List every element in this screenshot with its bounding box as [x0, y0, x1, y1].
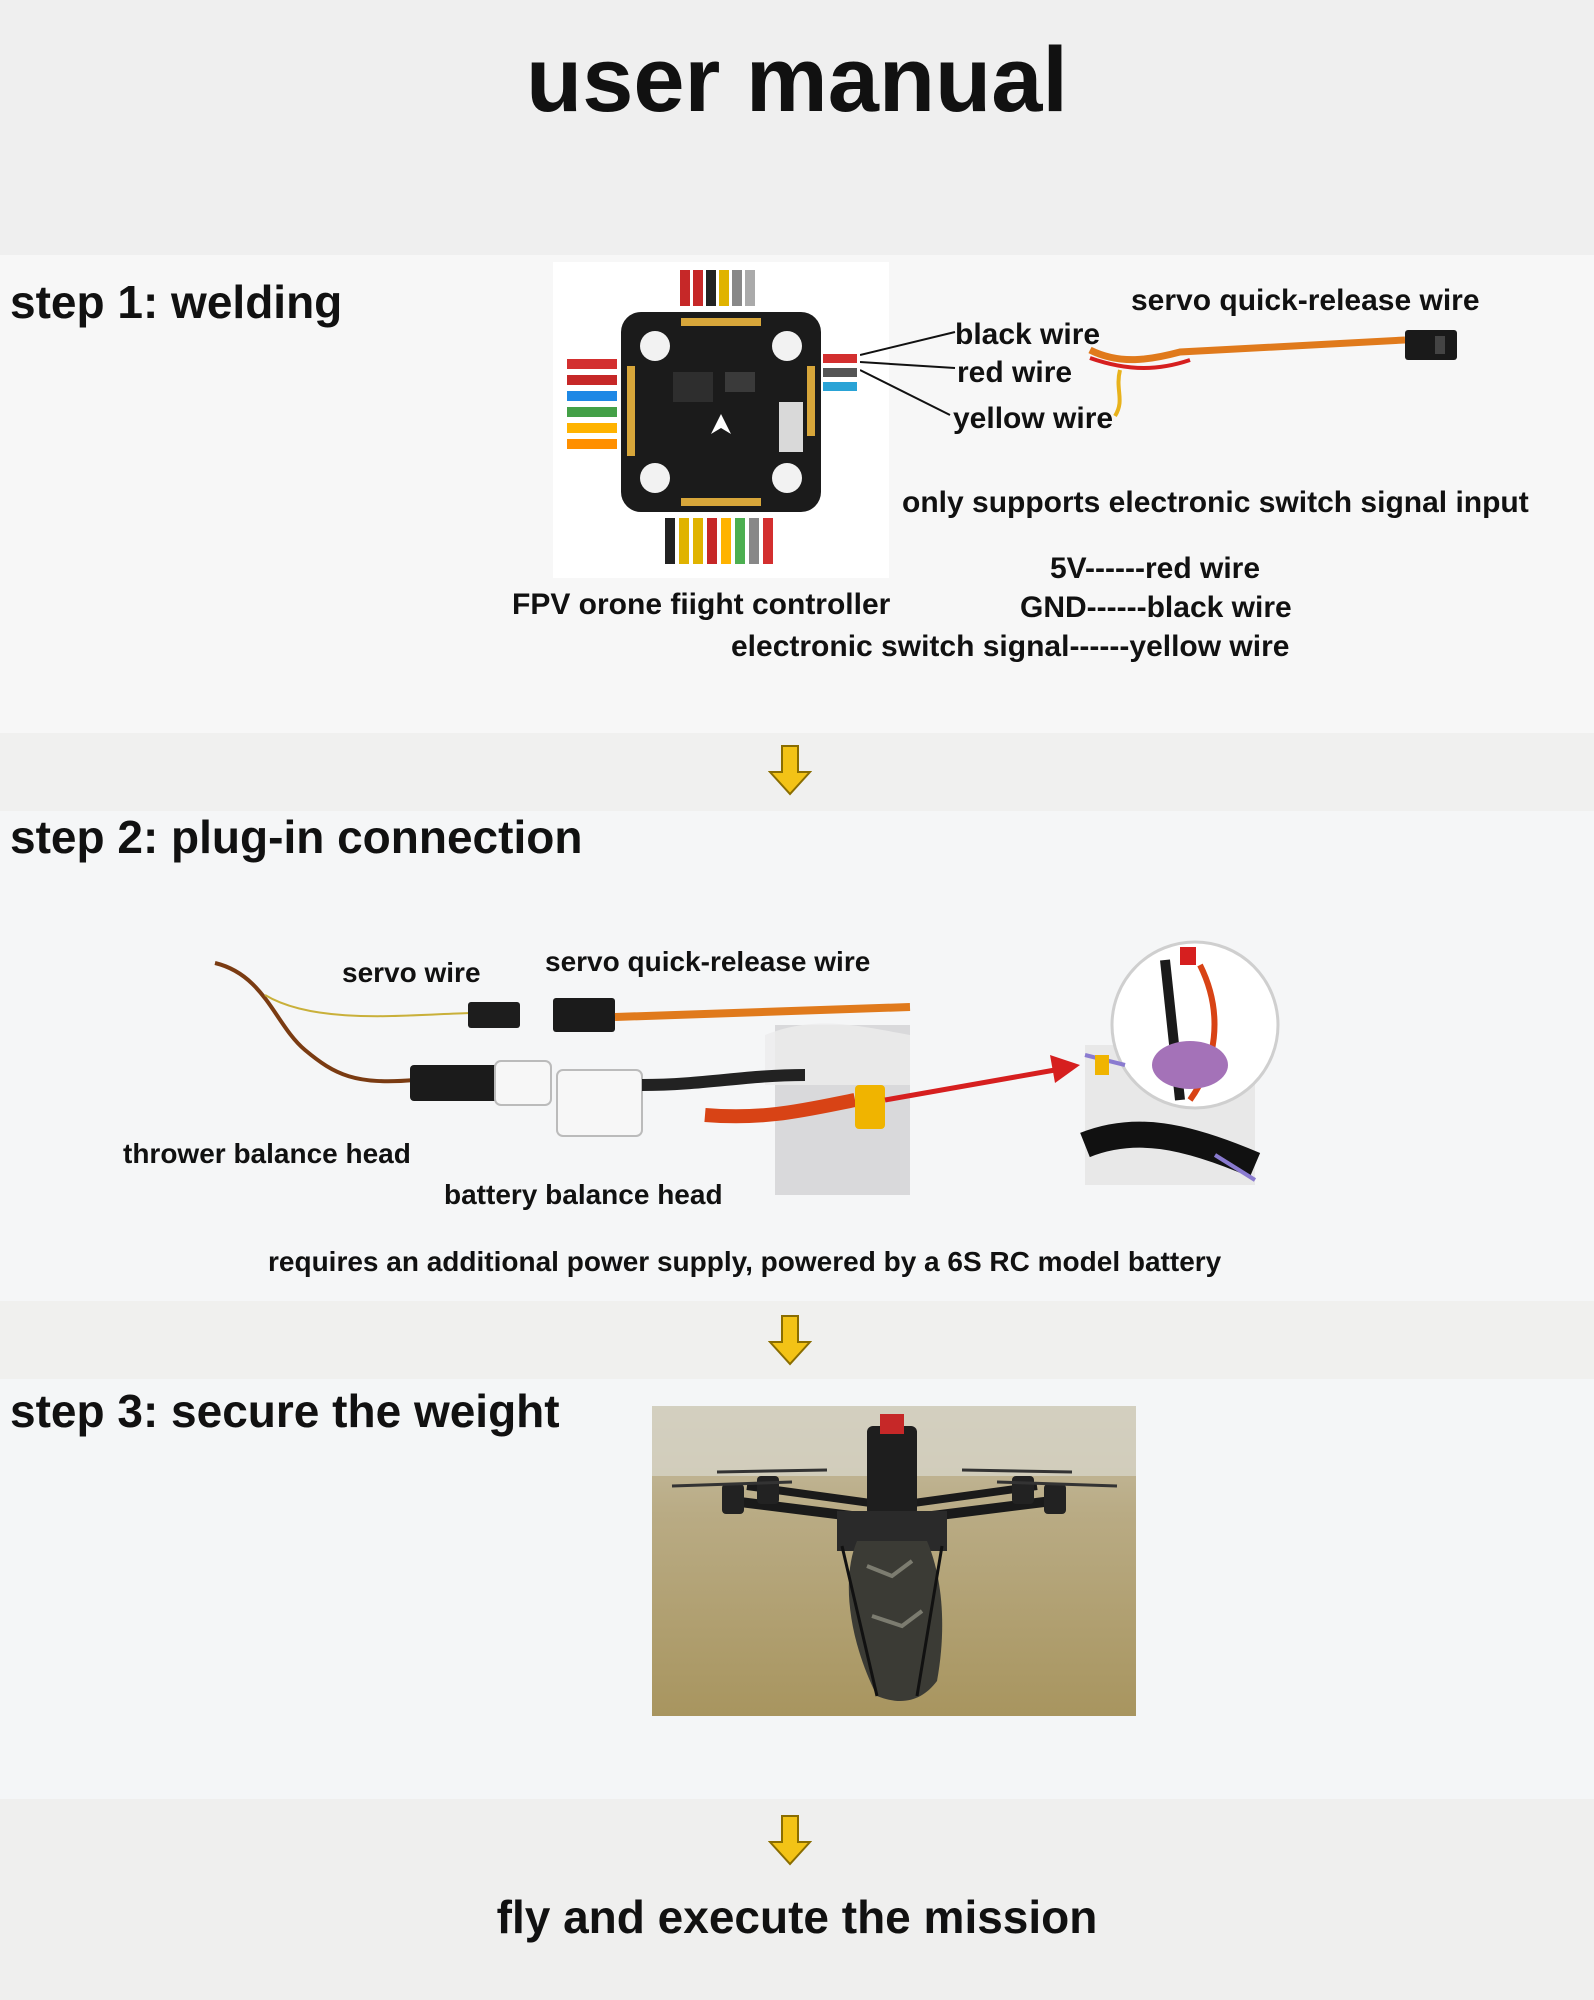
step2-heading: step 2: plug-in connection	[10, 811, 583, 863]
power-note: requires an additional power supply, pow…	[268, 1246, 1222, 1277]
down-arrow-icon	[768, 1315, 812, 1366]
label-battery-balance-head: battery balance head	[444, 1179, 723, 1210]
support-note: only supports electronic switch signal i…	[902, 486, 1529, 519]
down-arrow-icon	[768, 1815, 812, 1866]
connection-diagram-image	[214, 940, 1280, 1195]
pin-signal: electronic switch signal------yellow wir…	[731, 630, 1290, 663]
red-pointer-arrow-icon	[884, 1055, 1080, 1103]
fc-caption: FPV orone fiight controller	[512, 588, 891, 621]
down-arrow-icon	[768, 745, 812, 796]
pin-5v: 5V------red wire	[1050, 552, 1261, 585]
left-pins	[567, 359, 617, 449]
page-title: user manual	[526, 29, 1068, 131]
step1-heading: step 1: welding	[10, 276, 343, 328]
drone-with-weight-image	[652, 1406, 1136, 1716]
label-yellow-wire: yellow wire	[953, 402, 1114, 435]
flight-controller-image	[553, 262, 889, 578]
label-servo-quick-release-2: servo quick-release wire	[545, 946, 871, 977]
label-thrower-balance-head: thrower balance head	[123, 1138, 411, 1169]
top-pins	[680, 270, 755, 306]
label-servo-wire: servo wire	[342, 957, 481, 988]
label-red-wire: red wire	[957, 356, 1073, 389]
label-black-wire: black wire	[955, 318, 1101, 351]
step3-heading: step 3: secure the weight	[10, 1385, 560, 1437]
label-servo-quick-release: servo quick-release wire	[1131, 284, 1480, 317]
bottom-pins	[665, 518, 773, 564]
final-instruction: fly and execute the mission	[496, 1891, 1098, 1943]
header-band	[0, 0, 1594, 255]
step1-wires	[860, 330, 1457, 418]
pin-gnd: GND------black wire	[1020, 591, 1292, 624]
